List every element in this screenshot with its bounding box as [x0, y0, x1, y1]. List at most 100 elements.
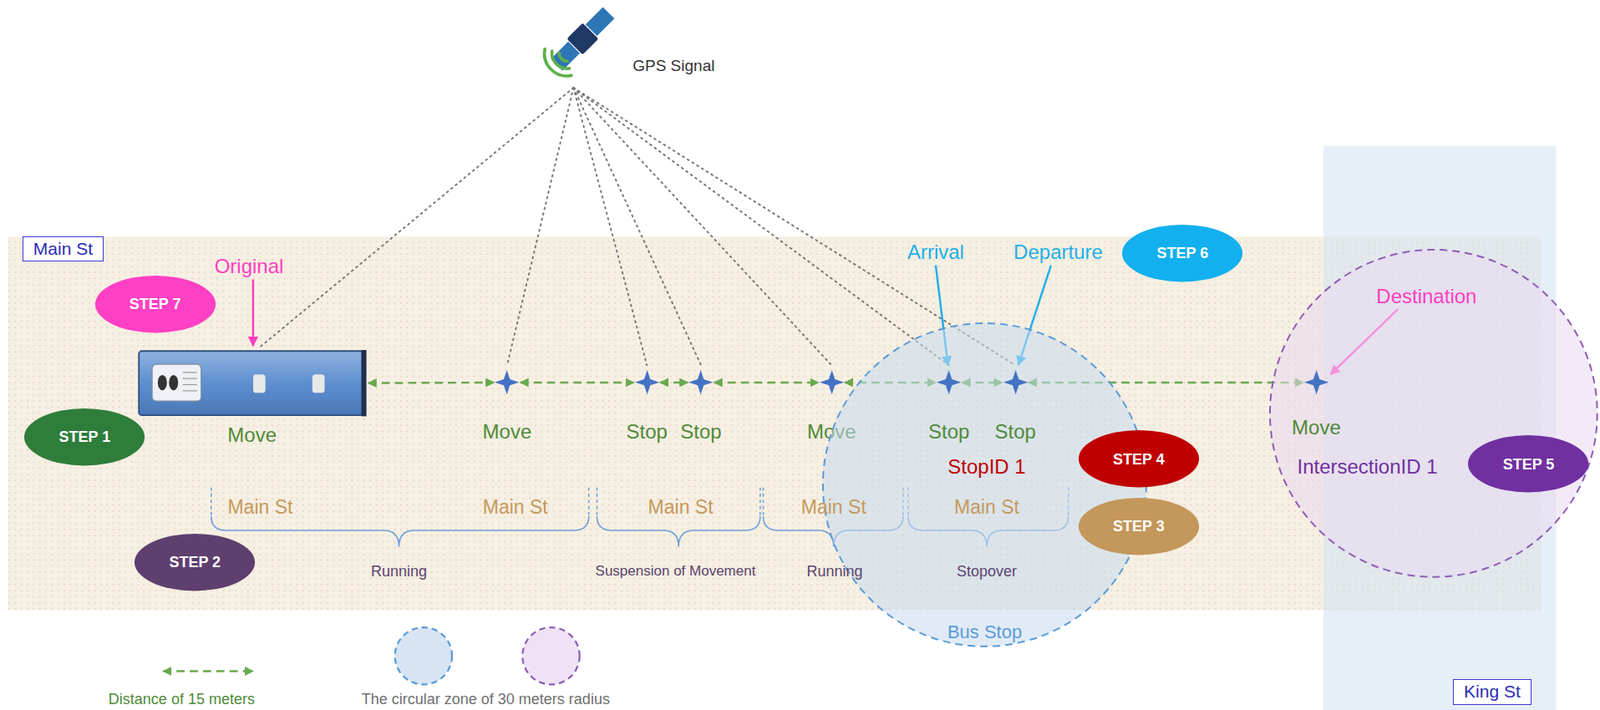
- star-shape: [1003, 370, 1028, 395]
- text-slot: StopID 1: [947, 456, 1026, 480]
- callout-arrow: [252, 279, 254, 346]
- text-slot: King St: [1452, 679, 1532, 705]
- text-slot: STEP 6: [1157, 244, 1209, 263]
- node-text: Stop: [994, 420, 1036, 444]
- bus-part: [152, 364, 202, 402]
- bus-part: [157, 375, 168, 391]
- street-name: Main St: [801, 496, 867, 519]
- circle-shape: [1268, 248, 1600, 580]
- text-slot: STEP 7: [129, 295, 182, 314]
- text-slot: STEP 2: [168, 553, 221, 572]
- connectors: [368, 381, 1304, 384]
- step-label: STEP 3: [1112, 518, 1165, 536]
- gps-point: Stop: [936, 370, 961, 395]
- star-shape: [634, 370, 660, 395]
- circle-shape: [821, 321, 1148, 649]
- text-slot: STEP 3: [1112, 518, 1165, 536]
- point-star: [688, 370, 713, 395]
- gps-ray: [573, 87, 647, 366]
- star-shape: [819, 370, 844, 395]
- distance-connector: [520, 381, 635, 384]
- callout-label: Original: [214, 254, 285, 279]
- signal-wave: [544, 49, 572, 77]
- callout-label: Destination: [1376, 285, 1477, 310]
- brace: [908, 516, 1069, 548]
- brace-tick: [907, 487, 910, 517]
- label-slot: Arrival: [907, 240, 965, 265]
- star-shape: [688, 370, 713, 395]
- brace-tick: [210, 487, 213, 517]
- node-text: StopID 1: [947, 456, 1026, 480]
- step-badge: STEP 6: [1122, 224, 1243, 282]
- ellipse-shape: [134, 533, 255, 591]
- label-slot: Running: [370, 563, 427, 581]
- node-text: IntersectionID 1: [1296, 456, 1438, 480]
- bus-part: [182, 384, 198, 386]
- step-badge: STEP 4: [1078, 430, 1199, 488]
- legend-intersection-zone-sample: [522, 627, 580, 685]
- segment-braces: [211, 487, 1069, 548]
- node-text: Move: [227, 424, 277, 448]
- segment-state: Running: [806, 563, 863, 581]
- node-text: Stop: [928, 420, 970, 444]
- bus-shape: [137, 350, 368, 417]
- ellipse-shape: [24, 408, 145, 466]
- brace-tick: [1067, 487, 1070, 517]
- node-text: Move: [482, 420, 533, 444]
- label-slot: Main St: [648, 496, 714, 519]
- node-text: Main St: [22, 236, 104, 262]
- node-text: Stop: [626, 420, 668, 444]
- text-slot: Main St: [22, 236, 104, 262]
- step-label: STEP 2: [168, 553, 221, 572]
- text-slot: Stop: [626, 420, 668, 444]
- intersection-zone: IntersectionID 1 Move: [1268, 248, 1600, 580]
- text-slot: Stop: [680, 420, 722, 444]
- distance-connector: [368, 381, 494, 385]
- gps-ray: [573, 87, 949, 366]
- street-band: Main StMoveMoveStopStopMove: [8, 236, 1541, 610]
- main-st-ground: [8, 236, 1541, 610]
- bus-part: [360, 350, 366, 417]
- point-star: [1304, 370, 1329, 395]
- gps-rays: [259, 87, 1016, 366]
- step-badge: STEP 1: [24, 408, 145, 466]
- brace: [763, 516, 904, 548]
- text-slot: Stop: [928, 420, 970, 444]
- badge-fill: [1122, 224, 1243, 282]
- gps-point: Move: [494, 370, 519, 395]
- brace-ticks: [211, 487, 1069, 517]
- legend-distance-sample: [162, 670, 253, 672]
- text-slot: Move: [1291, 416, 1341, 440]
- bus-part: [168, 375, 178, 391]
- signal-waves: [544, 49, 572, 77]
- text-slot: IntersectionID 1: [1296, 456, 1438, 480]
- distance-connector: [660, 381, 688, 384]
- distance-connector: [714, 381, 819, 384]
- zone-outline: [1269, 249, 1598, 578]
- step-badge: STEP 3: [1078, 497, 1199, 555]
- callout-arrow: [935, 265, 949, 366]
- step-label: STEP 7: [129, 295, 182, 314]
- bus-vehicle: Move: [137, 350, 368, 417]
- node-text: Bus Stop: [947, 622, 1022, 644]
- text-slot: STEP 4: [1112, 450, 1165, 468]
- star-shape: [1304, 370, 1329, 395]
- gps-point: Stop: [688, 370, 713, 395]
- gps-ray: [573, 87, 1016, 366]
- gps-ray: [507, 87, 574, 366]
- text-slot: STEP 5: [1503, 455, 1555, 473]
- star-shape: [494, 370, 519, 395]
- signal-wave: [552, 50, 570, 69]
- callout-arrow: [1018, 265, 1052, 366]
- step-badge: STEP 2: [134, 533, 255, 591]
- gps-ray: [573, 87, 701, 366]
- legend-stop-zone-sample: [395, 627, 453, 685]
- legend-samples: [162, 627, 580, 685]
- step-label: STEP 1: [58, 427, 111, 446]
- point-star: [494, 370, 519, 395]
- king-st-ground: [1323, 146, 1556, 710]
- gps-point: Move: [1304, 370, 1329, 395]
- main-st-texture: [8, 236, 1541, 610]
- step-label: STEP 5: [1503, 455, 1555, 473]
